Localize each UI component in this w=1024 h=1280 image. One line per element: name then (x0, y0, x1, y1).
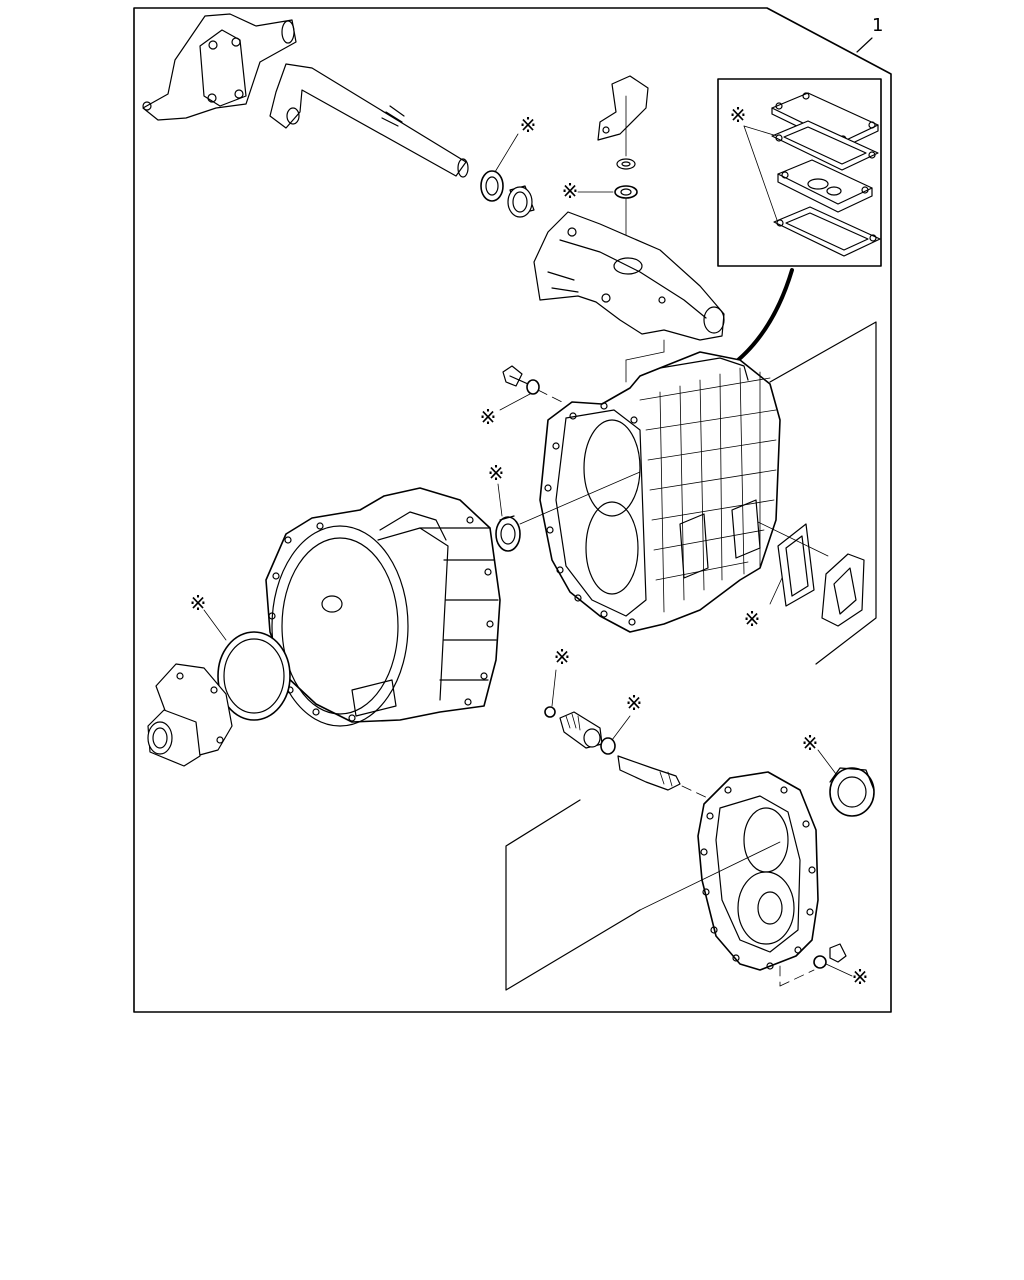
inset-marker: ※ (730, 103, 747, 127)
side-cover-plate (821, 553, 865, 627)
inset-valve-plate (777, 159, 873, 213)
shift-cover-body (533, 211, 725, 341)
item-number-leader (856, 37, 873, 53)
shaft-seal-marker: ※ (520, 113, 537, 137)
rear-seal-marker: ※ (802, 731, 819, 755)
transmission-main-case (539, 339, 781, 633)
sensor-oring-large (600, 737, 616, 755)
rear-drain-plug (829, 943, 847, 963)
washer-marker: ※ (562, 179, 579, 203)
side-cover-gasket (777, 523, 815, 607)
inset-callout-curve (726, 268, 794, 370)
main-case-group-bracket (769, 321, 877, 665)
speed-sensor-body (559, 711, 603, 749)
input-oil-seal (495, 515, 521, 552)
inset-frame (717, 78, 882, 267)
diagram-frame (133, 7, 892, 1013)
sensor-seal-marker: ※ (626, 691, 643, 715)
sensor-oring-small (544, 706, 556, 718)
case-bolt-washer (526, 379, 540, 395)
mounting-bracket (597, 75, 649, 157)
front-bearing-cover (147, 663, 233, 767)
bracket-nut (616, 158, 636, 170)
sensor-oring-marker: ※ (554, 645, 571, 669)
case-bolt (502, 365, 529, 387)
side-cover-marker: ※ (744, 607, 761, 631)
bracket-washer (614, 185, 638, 199)
rear-cover-group-bracket (505, 799, 641, 991)
inset-gasket-1 (771, 120, 879, 171)
shift-shaft (269, 63, 469, 178)
item-number-label: 1 (872, 15, 883, 36)
gasket-plate-inset: ※ (717, 78, 882, 267)
front-gasket-marker: ※ (190, 591, 207, 615)
front-cover-gasket (217, 631, 291, 721)
drain-plug-marker: ※ (852, 965, 869, 989)
shaft-seal (480, 170, 504, 202)
case-bolt-marker: ※ (480, 405, 497, 429)
inset-gasket-2 (773, 206, 881, 257)
speed-sensor-shaft (617, 755, 681, 791)
shift-housing (142, 13, 297, 121)
input-seal-marker: ※ (488, 461, 505, 485)
shaft-bushing (507, 185, 535, 218)
clutch-housing (265, 487, 501, 727)
rear-cover (697, 771, 819, 971)
rear-drain-washer (813, 955, 827, 969)
rear-oil-seal (829, 767, 875, 817)
